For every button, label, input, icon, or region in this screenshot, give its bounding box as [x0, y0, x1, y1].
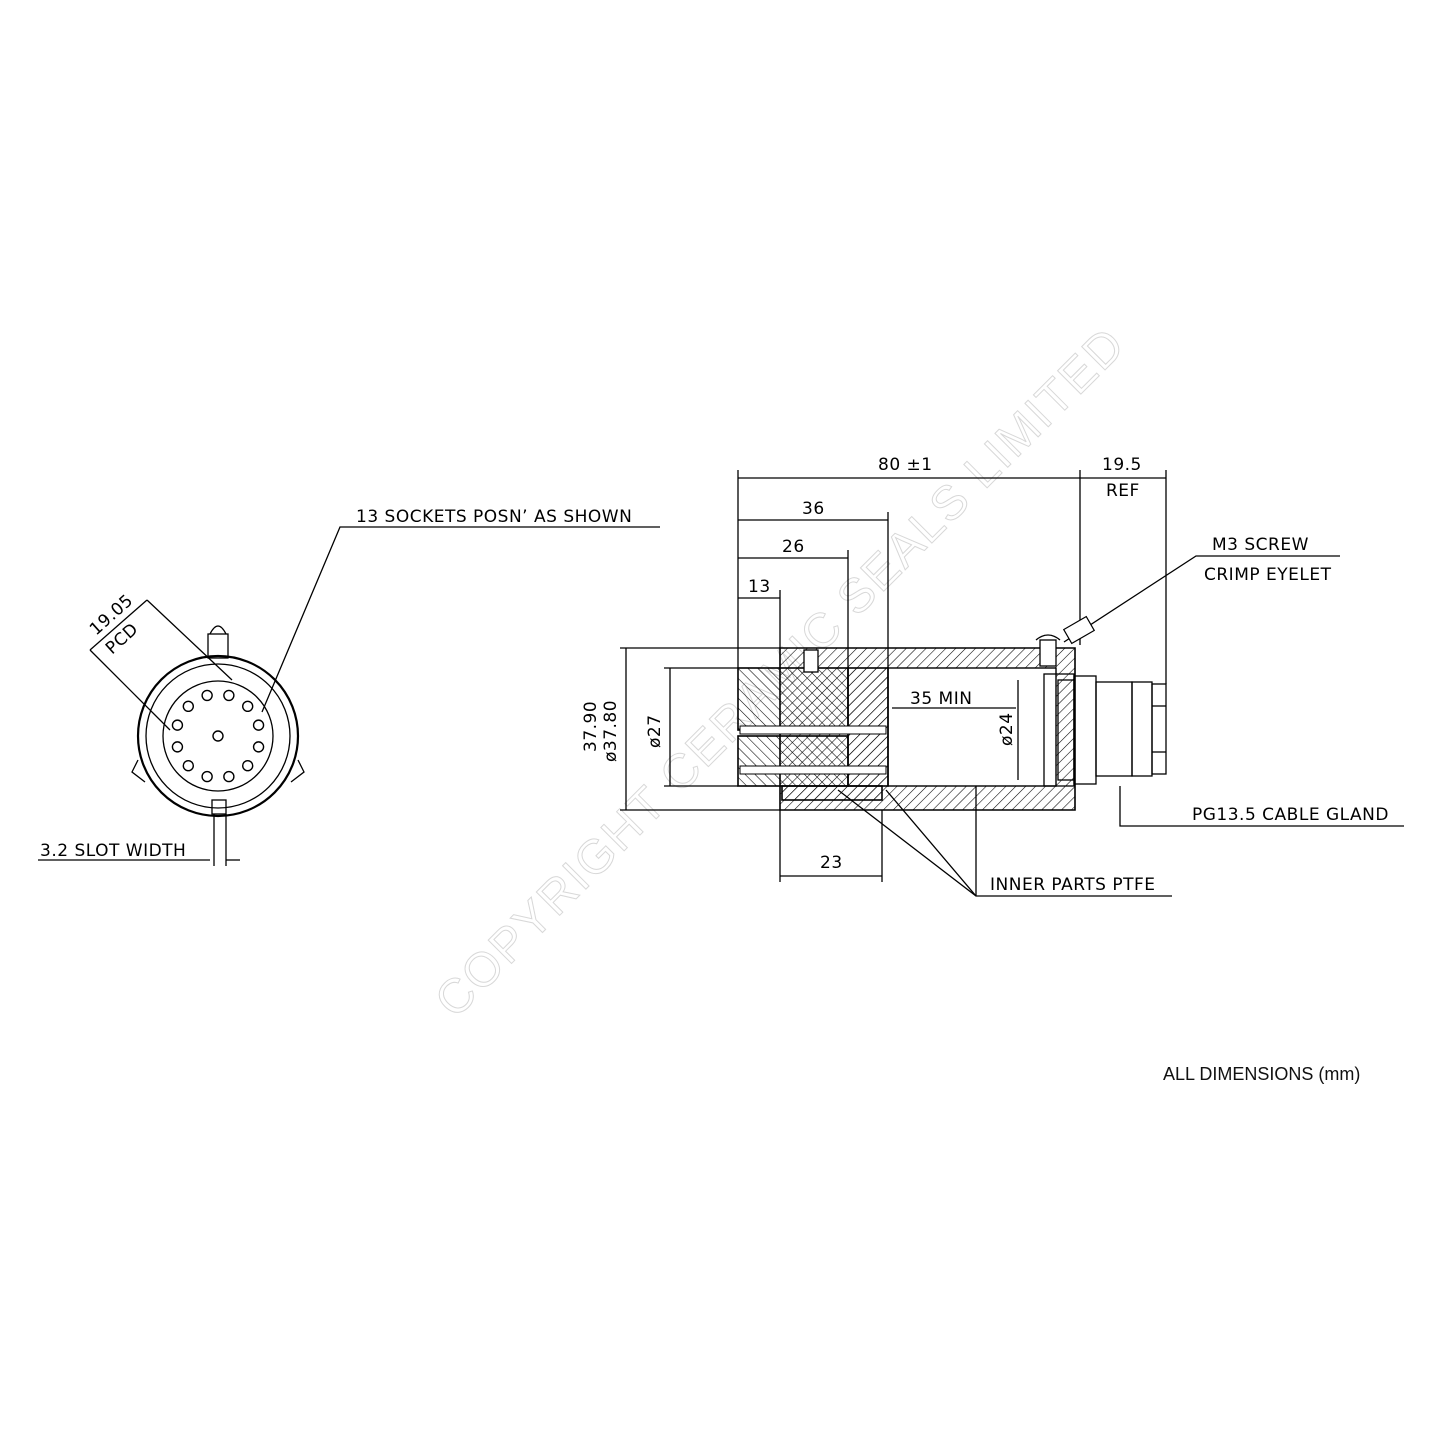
socket-hole: [252, 741, 265, 753]
dim-23: 23: [820, 853, 843, 873]
socket-hole: [252, 719, 265, 731]
gland-ref: REF: [1106, 481, 1140, 501]
slot-note: 3.2 SLOT WIDTH: [40, 841, 186, 861]
sockets: [171, 689, 265, 783]
front-inner-ring: [145, 663, 291, 809]
slot: [211, 799, 227, 815]
socket-hole: [171, 741, 184, 753]
dim-26: 26: [782, 537, 805, 557]
screw-note-1: M3 SCREW: [1212, 535, 1309, 555]
socket-hole: [212, 730, 224, 742]
front-view: 19.05 PCD 13 SOCKETS POSN’ AS SHOWN 3.2 …: [38, 507, 660, 866]
sockets-note: 13 SOCKETS POSN’ AS SHOWN: [356, 507, 632, 527]
right-lug: [290, 759, 305, 783]
screw-leader: [1063, 555, 1340, 643]
dim-13: 13: [748, 577, 771, 597]
socket-hole: [201, 689, 213, 702]
socket-hole: [201, 770, 213, 783]
gland-note: PG13.5 CABLE GLAND: [1192, 805, 1389, 825]
socket-hole: [182, 759, 195, 772]
socket-hole: [241, 700, 254, 713]
dim-36: 36: [802, 499, 825, 519]
bore-depth: 35 MIN: [910, 689, 972, 709]
socket-hole: [171, 719, 184, 731]
outer-dia-max: 37.90: [581, 701, 601, 752]
screw-note-2: CRIMP EYELET: [1204, 565, 1332, 585]
socket-hole: [241, 759, 254, 772]
socket-hole: [182, 700, 195, 713]
screw-head: [209, 625, 227, 635]
insert-face: [162, 680, 274, 792]
overall-length: 80 ±1: [878, 455, 933, 475]
gland-length: 19.5: [1102, 455, 1142, 475]
sockets-leader: [261, 526, 660, 713]
side-view: 80 ±1 19.5 REF 36 26 13 23 37.90 ø37.80 …: [581, 455, 1404, 897]
ptfe-note: INNER PARTS PTFE: [990, 875, 1156, 895]
socket-hole: [223, 770, 235, 783]
front-outer-ring: [136, 654, 300, 818]
screw-lug: [207, 633, 229, 659]
gland-leader: [1119, 786, 1404, 827]
outer-dia-min: ø37.80: [601, 700, 621, 762]
dia-27: ø27: [645, 714, 665, 748]
dimensions-note: ALL DIMENSIONS (mm): [1163, 1064, 1361, 1084]
socket-hole: [223, 689, 235, 702]
left-lug: [131, 759, 146, 783]
dia-24: ø24: [997, 712, 1017, 746]
